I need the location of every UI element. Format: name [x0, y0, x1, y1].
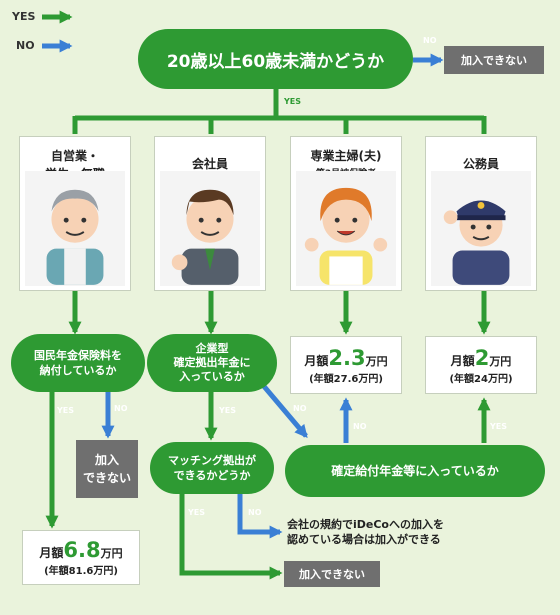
amount-unit: 万円 [100, 547, 123, 560]
matching-no-note: 会社の規約でiDeCoへの加入を 認めている場合は加入ができる [287, 518, 444, 546]
result-self-employed: 月額 6.8 万円 (年額81.6万円) [22, 530, 140, 585]
card-office-worker: 会社員 [154, 136, 266, 291]
card-title: 会社員 [191, 157, 228, 171]
amount-value: 2.3 [328, 345, 366, 370]
annual-amount: (年額27.6万円) [309, 373, 383, 385]
matching-yes-arrow [179, 494, 283, 580]
annual-amount: (年額81.6万円) [44, 566, 118, 577]
office-worker-icon [160, 171, 260, 286]
matching-no-arrow [237, 494, 283, 539]
matching-no-label: NO [248, 508, 262, 517]
db-yes-label: YES [490, 422, 508, 431]
pension-no-label: NO [114, 404, 128, 413]
pension-no-result: 加入 できない [76, 440, 138, 498]
matching-question: マッチング拠出が できるかどうか [150, 442, 274, 494]
card-self-employed: 自営業・ 学生・無職 [19, 136, 131, 291]
amount-value: 6.8 [63, 538, 101, 562]
card-title: 専業主婦(夫) [310, 149, 382, 163]
police-officer-icon [431, 171, 531, 286]
amount-prefix: 月額 [39, 546, 64, 560]
corporate-dc-question: 企業型 確定拠出年金に 入っているか [147, 334, 277, 392]
result-housewife: 月額 2.3 万円 (年額27.6万円) [290, 336, 402, 394]
matching-yes-result: 加入できない [284, 561, 380, 587]
corp-yes-label: YES [219, 406, 237, 415]
legend-no-label: NO [16, 39, 35, 52]
defined-benefit-question: 確定給付年金等に入っているか [285, 445, 545, 497]
amount-line: 月額 6.8 万円 [39, 538, 122, 562]
result-public-servant: 月額 2 万円 (年額24万円) [425, 336, 537, 394]
amount-value: 2 [474, 345, 490, 370]
amount-line: 月額 2 万円 [451, 346, 512, 370]
card-title: 自営業・ [50, 149, 99, 163]
main-no-result: 加入できない [444, 46, 544, 74]
pension-question: 国民年金保険料を 納付しているか [11, 334, 145, 392]
legend-yes-label: YES [12, 10, 36, 23]
age-question: 20歳以上60歳未満かどうか [138, 29, 413, 89]
main-no-label: NO [423, 36, 437, 45]
card-housewife: 専業主婦(夫) 第3号被保険者 [290, 136, 402, 291]
main-yes-label: YES [284, 97, 302, 106]
amount-prefix: 月額 [450, 353, 475, 368]
amount-unit: 万円 [365, 354, 388, 368]
annual-amount: (年額24万円) [449, 373, 513, 385]
corp-no-arrow [260, 382, 308, 438]
housewife-icon [296, 171, 396, 286]
card-public-servant: 公務員 [425, 136, 537, 291]
card-title: 公務員 [462, 157, 499, 171]
db-no-label: NO [353, 422, 367, 431]
self-employed-man-icon [25, 171, 125, 286]
amount-prefix: 月額 [304, 353, 329, 368]
matching-yes-label: YES [188, 508, 206, 517]
pension-yes-label: YES [57, 406, 75, 415]
corp-no-label: NO [293, 404, 307, 413]
amount-unit: 万円 [489, 354, 512, 368]
amount-line: 月額 2.3 万円 [304, 346, 387, 370]
